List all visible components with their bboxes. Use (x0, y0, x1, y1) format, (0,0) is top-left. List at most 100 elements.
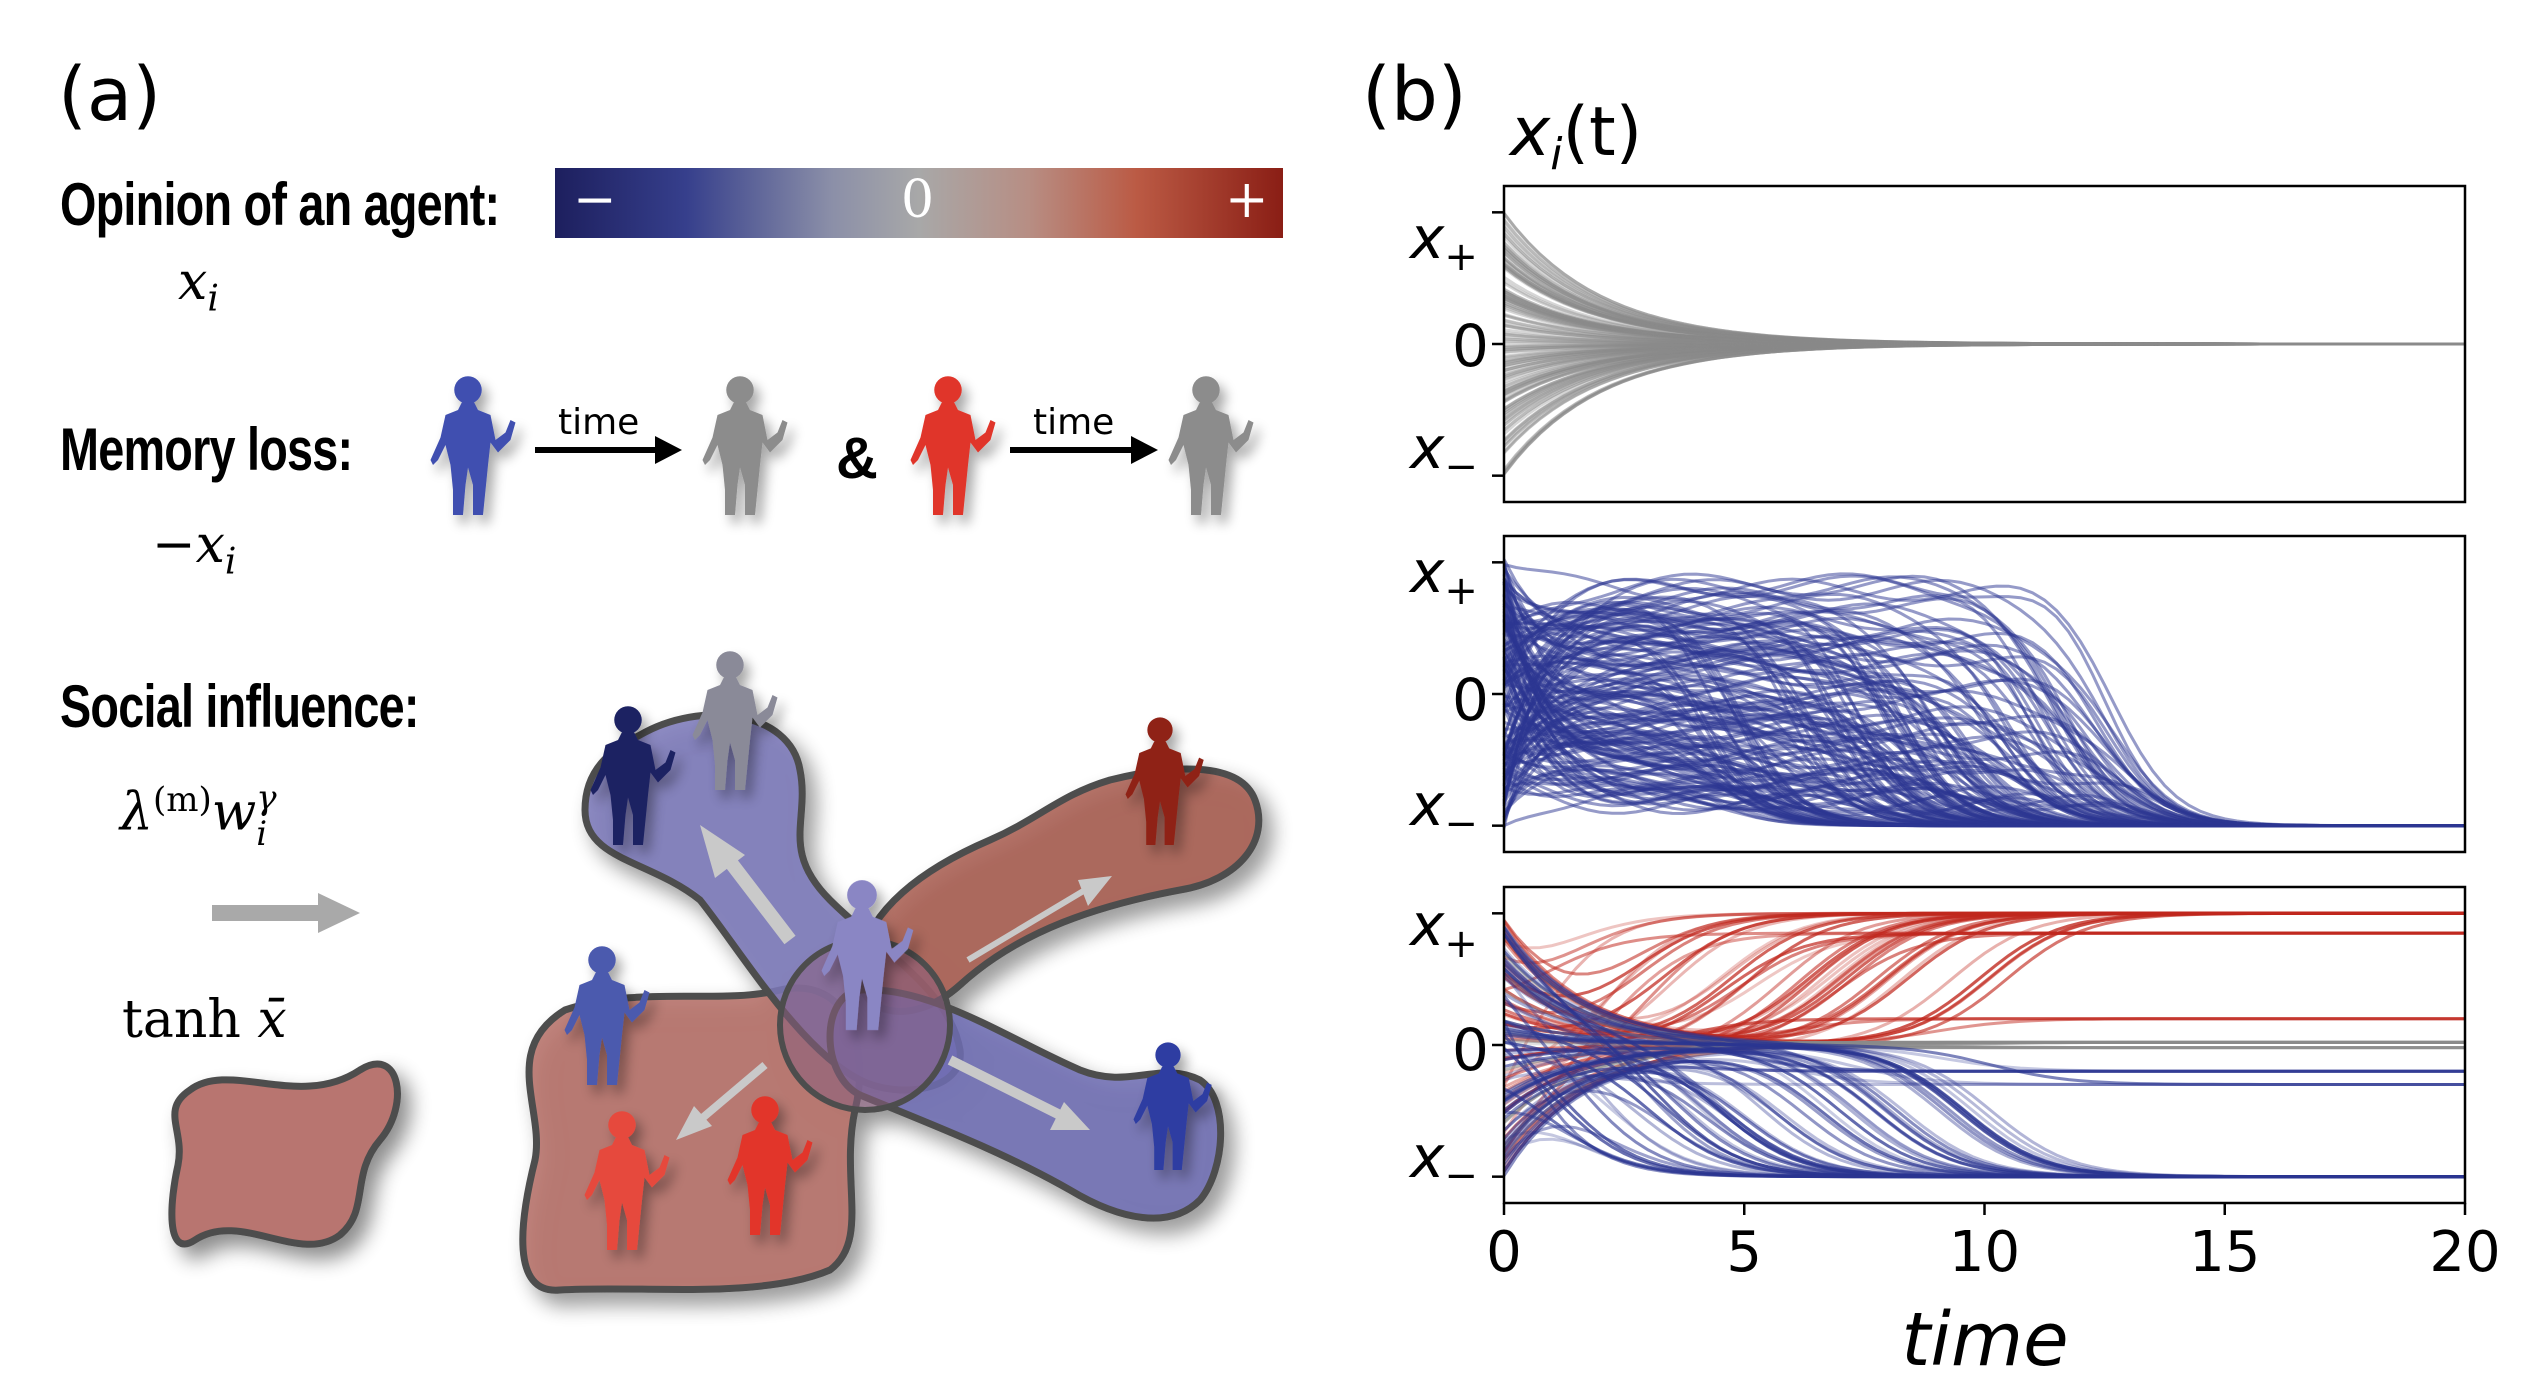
trajectory-line (1502, 247, 2465, 346)
trajectory-line (1503, 324, 2465, 346)
trajectory-line (1503, 342, 2465, 427)
trajectory-line (1503, 342, 2465, 378)
trajectory-line (1503, 339, 2465, 346)
trajectory-line (1502, 342, 2465, 475)
trajectory-line (1502, 212, 2465, 346)
trajectory-line (1502, 228, 2465, 346)
small-red-blob (168, 1060, 401, 1248)
ytick-plus-3: x+ (1408, 891, 1478, 967)
x-tick-label: 5 (1726, 1220, 1762, 1285)
opinion-math: xi (178, 252, 219, 320)
trajectory-line (1503, 288, 2465, 346)
blob-arrow-down-right (947, 1055, 1063, 1120)
trajectory-line (1502, 242, 2465, 346)
trajectory-line (1503, 342, 2465, 436)
trajectory-line (1502, 223, 2465, 346)
trajectory-line (1503, 318, 2465, 346)
trajectory-line (1503, 342, 2465, 349)
trajectory-line (1503, 342, 2465, 365)
ytick-zero-3: 0 (1452, 1016, 1489, 1084)
trajectory-line (1503, 342, 2465, 354)
blob-arrow-up-right (966, 887, 1087, 963)
trajectory-line (1502, 342, 2465, 472)
trajectory-line (1503, 342, 2465, 432)
trajectory-line (1503, 342, 2465, 379)
trajectory-line (1502, 342, 2465, 448)
trajectory-line (1503, 342, 2465, 410)
trajectory-line (1503, 989, 2465, 1050)
trajectory-line (1503, 258, 2465, 346)
trajectory-line (1503, 342, 2465, 424)
trajectory-line (1503, 293, 2465, 346)
trajectory-line (1503, 307, 2465, 346)
trajectory-line (1503, 281, 2465, 346)
panel-a-label: (a) (58, 52, 162, 138)
trajectory-line (1503, 342, 2465, 396)
trajectory-line (1503, 321, 2465, 346)
trajectory-line (1503, 342, 2465, 422)
trajectory-line (1503, 291, 2465, 346)
trajectory-line (1503, 256, 2465, 346)
trajectory-line (1503, 297, 2465, 346)
trajectory-line (1503, 313, 2465, 346)
trajectory-line (1502, 342, 2465, 471)
trajectory-line (1503, 1040, 2465, 1179)
trajectory-line (1502, 245, 2465, 346)
trajectory-line (1503, 312, 2465, 346)
memory-arrowhead-1 (655, 436, 682, 464)
trajectory-line (1502, 251, 2465, 346)
trajectory-line (1503, 342, 2465, 381)
trajectory-line (1503, 342, 2465, 416)
influence-arrowhead (318, 893, 360, 933)
trajectory-line (1503, 342, 2465, 413)
trajectory-line (1503, 342, 2465, 402)
trajectory-line (1502, 342, 2465, 446)
trajectory-line (1503, 262, 2465, 346)
x-tick-label: 10 (1949, 1220, 2020, 1285)
blob-arrow-up-left (719, 850, 796, 945)
trajectory-line (1503, 331, 2465, 346)
trajectory-line (1503, 342, 2465, 387)
trajectory-line (1502, 218, 2465, 346)
trajectory-line (1503, 252, 2465, 346)
trajectory-line (1503, 342, 2465, 413)
trajectory-line (1503, 263, 2465, 346)
memory-arrowhead-2 (1131, 436, 1158, 464)
trajectory-line (1503, 342, 2465, 370)
trajectory-line (1503, 289, 2465, 346)
subplot-3 (1492, 885, 2467, 1205)
trajectory-line (1503, 342, 2465, 351)
x-tick-label: 20 (2429, 1220, 2500, 1285)
trajectory-line (1503, 337, 2465, 346)
trajectory-line (1502, 342, 2465, 455)
trajectory-line (1503, 342, 2465, 368)
colorbar-minus: − (573, 170, 617, 230)
trajectory-line (1502, 245, 2465, 346)
trajectory-line (1503, 292, 2465, 346)
trajectory-line (1503, 301, 2465, 346)
trajectory-line (1502, 342, 2465, 453)
memory-arrow-label-1: time (558, 402, 640, 443)
trajectory-line (1503, 342, 2465, 404)
trajectory-line (1502, 342, 2465, 454)
trajectory-line (1503, 294, 2465, 346)
trajectory-line (1503, 342, 2465, 397)
trajectory-line (1503, 341, 2465, 346)
trajectory-line (1502, 342, 2465, 442)
social-math-tanh: tanh x̄ (122, 990, 287, 1050)
trajectory-line (1503, 342, 2465, 359)
blob-arrowhead-down-left (676, 1106, 712, 1140)
trajectory-line (1503, 342, 2465, 348)
trajectory-line (1503, 328, 2465, 346)
trajectory-line (1502, 342, 2465, 441)
trajectory-line (1503, 296, 2465, 346)
trajectory-line (1502, 247, 2465, 346)
trajectory-line (1503, 265, 2465, 346)
trajectory-line (1503, 342, 2465, 427)
trajectory-line (1503, 256, 2465, 346)
trajectory-line (1503, 342, 2465, 396)
trajectory-line (1503, 335, 2465, 346)
trajectory-line (1502, 212, 2465, 346)
trajectory-line (1503, 287, 2465, 346)
